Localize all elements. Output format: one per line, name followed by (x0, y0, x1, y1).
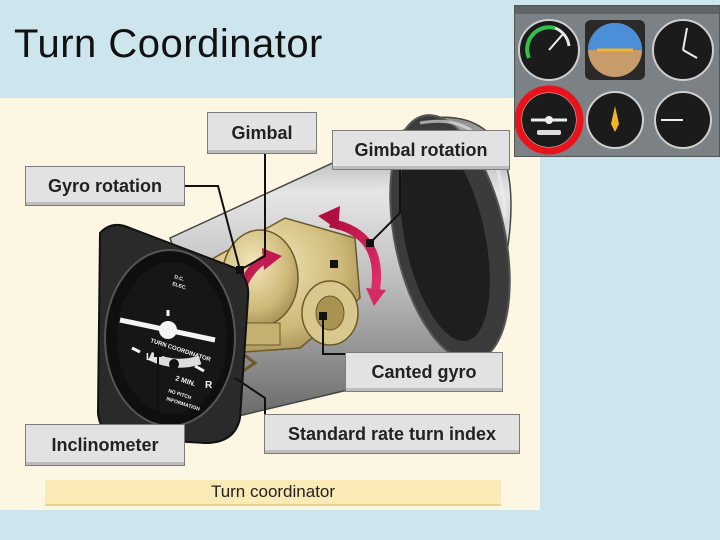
figure-caption: Turn coordinator (45, 480, 501, 506)
callout-gimbal-rotation: Gimbal rotation (332, 130, 510, 170)
callout-canted-gyro: Canted gyro (345, 352, 503, 392)
instrument-right-mark: R (205, 380, 213, 391)
vertical-speed-indicator (655, 92, 711, 148)
slide-title: Turn Coordinator (14, 22, 323, 67)
callout-inclinometer: Inclinometer (25, 424, 185, 466)
airspeed-indicator (519, 20, 579, 80)
heading-indicator (587, 92, 643, 148)
altimeter (653, 20, 713, 80)
instrument-panel-image (514, 5, 720, 157)
instrument-panel-illustration (515, 6, 719, 156)
callout-gyro-rotation: Gyro rotation (25, 166, 185, 206)
instrument-left-mark: L (146, 352, 152, 363)
turn-coordinator-diagram: TURN COORDINATOR L R 2 MIN. NO PITCH INF… (0, 98, 540, 510)
callout-gimbal: Gimbal (207, 112, 317, 154)
attitude-indicator (585, 20, 645, 80)
callout-standard-rate-turn-index: Standard rate turn index (264, 414, 520, 454)
